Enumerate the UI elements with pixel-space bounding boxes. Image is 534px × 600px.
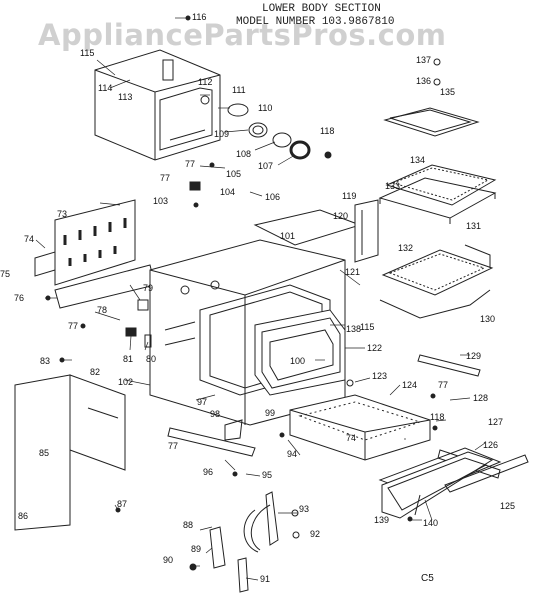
callout-c109: 109 (214, 129, 230, 139)
callout-c132: 132 (398, 243, 414, 253)
callout-c100: 100 (290, 356, 306, 366)
callout-c118a: 118 (320, 126, 335, 136)
callout-c99: 99 (265, 408, 276, 418)
part-storage-box (94, 49, 221, 161)
callout-c87: 87 (117, 499, 128, 509)
callout-c107: 107 (258, 161, 274, 171)
callout-c92: 92 (310, 529, 321, 539)
callout-c103: 103 (153, 196, 169, 206)
callout-c96: 96 (203, 467, 214, 477)
callout-c91: 91 (260, 574, 271, 584)
callout-c73: 73 (57, 209, 68, 219)
callout-c79: 79 (143, 283, 154, 293)
callout-c95: 95 (262, 470, 273, 480)
callout-c124: 124 (402, 380, 418, 390)
callout-c98: 98 (210, 409, 221, 419)
callout-c139: 139 (374, 515, 390, 525)
callout-c131: 131 (466, 221, 482, 231)
callout-c105: 105 (226, 169, 242, 179)
callout-c122: 122 (367, 343, 383, 353)
callout-c128: 128 (473, 393, 489, 403)
callout-c115: 115 (80, 48, 95, 58)
callout-c123: 123 (372, 371, 388, 381)
callout-c81: 81 (123, 354, 134, 364)
callout-c127: 127 (488, 417, 504, 427)
callout-c89: 89 (191, 544, 202, 554)
callout-c86: 86 (18, 511, 29, 521)
callout-c116: 116 (192, 12, 207, 22)
callout-c108: 108 (236, 149, 252, 159)
callout-c110: 110 (258, 103, 273, 113)
callout-c125: 125 (500, 501, 516, 511)
callout-c113: 113 (118, 92, 133, 102)
callout-c136: 136 (416, 76, 432, 86)
leader-lines (35, 17, 486, 581)
part-oven-body (149, 199, 379, 426)
callout-c138: 138 (346, 324, 362, 334)
part-broil-pan (378, 58, 497, 224)
callout-c74a: 74 (24, 234, 35, 244)
callout-c77a: 77 (185, 159, 196, 169)
part-oven-rack (379, 244, 494, 319)
callout-c83: 83 (40, 356, 51, 366)
callout-c104: 104 (220, 187, 236, 197)
callout-c101: 101 (280, 231, 296, 241)
watermark: AppliancePartsPros.com (38, 18, 447, 52)
callout-c76: 76 (14, 293, 25, 303)
callout-c129: 129 (466, 351, 482, 361)
model-number: MODEL NUMBER 103.9867810 (236, 16, 395, 28)
callout-c135: 135 (440, 87, 456, 97)
callout-c130: 130 (480, 314, 496, 324)
callout-c77d: 77 (438, 380, 449, 390)
part-hinge-assembly (189, 491, 300, 593)
callout-c102: 102 (118, 377, 134, 387)
callout-c97: 97 (197, 397, 208, 407)
callout-c134: 134 (410, 155, 426, 165)
callout-c112: 112 (198, 77, 213, 87)
part-small-hardware (227, 103, 332, 160)
callout-c119: 119 (342, 191, 357, 201)
callout-c94: 94 (287, 449, 298, 459)
callout-c120: 120 (333, 211, 349, 221)
callout-c80: 80 (146, 354, 157, 364)
callout-c88: 88 (183, 520, 194, 530)
part-drawer-front (378, 447, 529, 519)
callout-c93: 93 (299, 504, 310, 514)
part-front-panel (14, 374, 126, 531)
callout-c77e: 77 (168, 441, 179, 451)
callout-c74b: 74 (346, 433, 357, 443)
page-code: C5 (421, 573, 434, 584)
callout-c90: 90 (163, 555, 174, 565)
callout-c78: 78 (97, 305, 108, 315)
callout-c133: 133 (385, 181, 401, 191)
callout-c140: 140 (423, 518, 439, 528)
callout-c137: 137 (416, 55, 432, 65)
callout-c106: 106 (265, 192, 281, 202)
callout-c111: 111 (232, 85, 246, 95)
callout-c121: 121 (345, 267, 361, 277)
callout-c82: 82 (90, 367, 101, 377)
callout-c114: 114 (98, 83, 113, 93)
part-side-panel (34, 199, 156, 309)
callout-c115b: 115 (360, 322, 375, 332)
callout-c77b: 77 (160, 173, 171, 183)
part-storage-drawer (289, 394, 431, 461)
callout-c85: 85 (39, 448, 50, 458)
callout-c118b: 118 (430, 412, 445, 422)
callout-c77c: 77 (68, 321, 79, 331)
part-brackets (125, 181, 201, 348)
diagram-title: LOWER BODY SECTION (262, 3, 381, 15)
callout-c75: 75 (0, 269, 11, 279)
callout-c126: 126 (483, 440, 499, 450)
